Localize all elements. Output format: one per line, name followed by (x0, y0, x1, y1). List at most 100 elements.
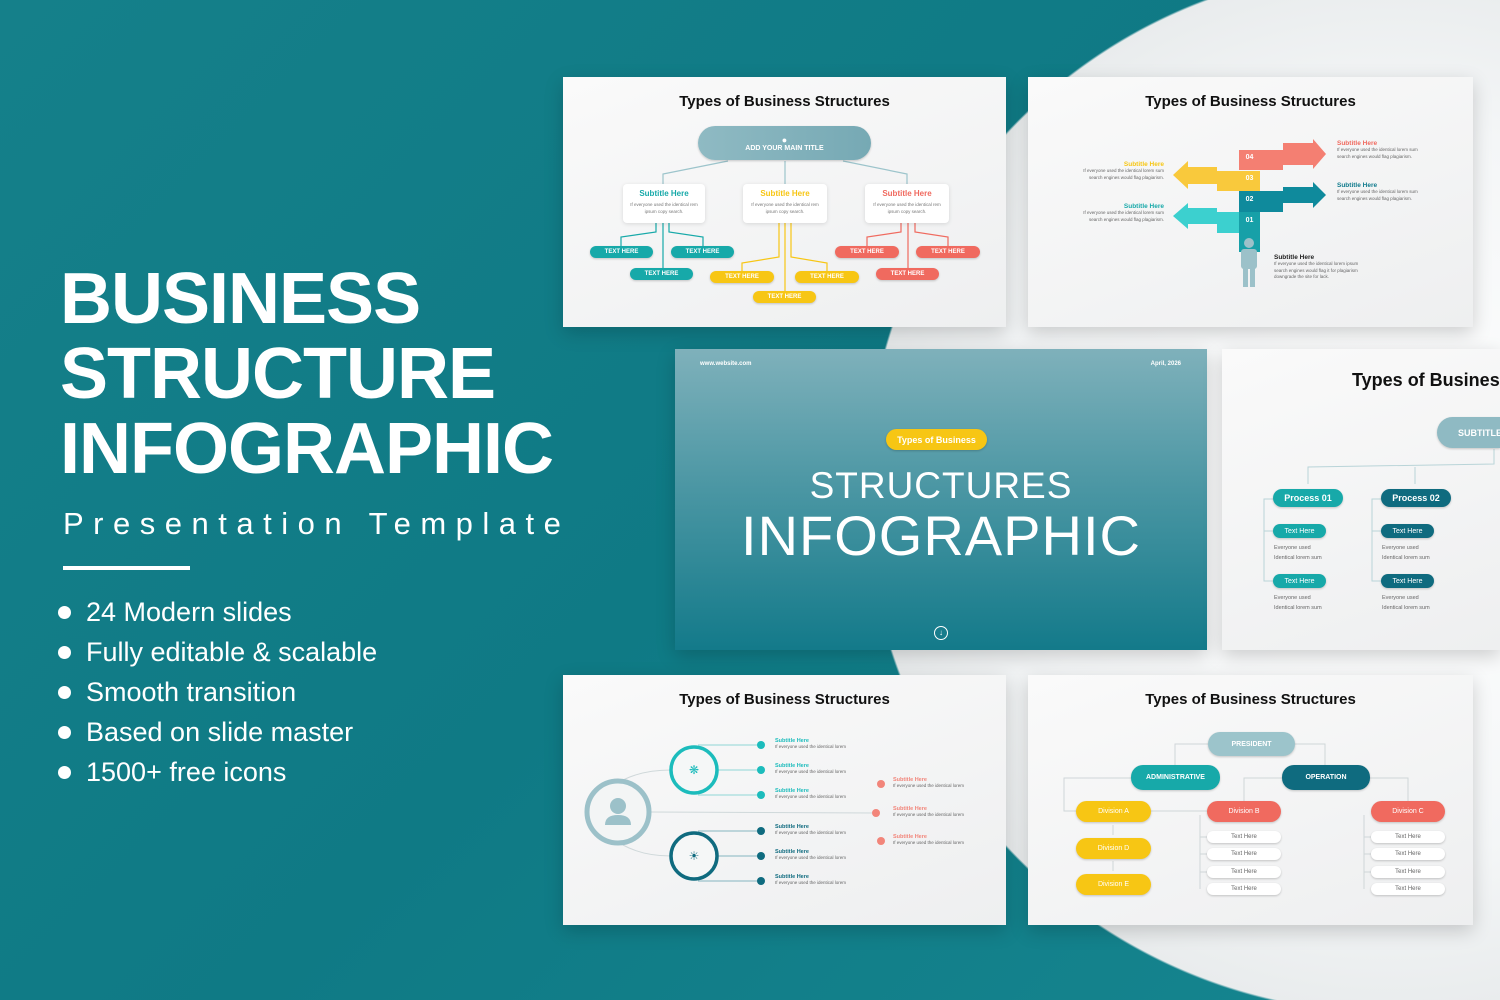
feature-item: Fully editable & scalable (58, 632, 377, 672)
item-desc: If everyone used the identical lorem (893, 783, 965, 788)
block-subtitle: Subtitle Here (1123, 203, 1164, 210)
division-b-node: Division B (1207, 801, 1281, 822)
step-number: 03 (1245, 175, 1254, 182)
slide-preview-process: Types of Business Structures SUBTITLE Pr… (1222, 349, 1500, 650)
hero-title-line: STRUCTURE (60, 334, 496, 414)
text-pill: Text Here (1381, 574, 1434, 588)
text-item: Text Here (1207, 831, 1281, 843)
mindmap-graphic: ❋ ☀ (584, 741, 885, 885)
website-text: www.website.com (700, 361, 752, 367)
arrow-graphic (1173, 139, 1326, 287)
slide-title: Types of Business Structures (1352, 370, 1500, 390)
text-pill: TEXT HERE (671, 246, 734, 258)
item-subtitle: Subtitle Here (775, 849, 809, 855)
block-desc: search engines would flag plagiarism. (1337, 153, 1413, 159)
hero-title-line: BUSINESS (60, 259, 421, 339)
block-desc: search engines would flag plagiarism. (1337, 195, 1413, 201)
president-node: PRESIDENT (1208, 732, 1295, 756)
slide-title: Types of Business Structures (1145, 691, 1356, 708)
operation-node: OPERATION (1282, 765, 1370, 790)
feature-item: 1500+ free icons (58, 752, 377, 792)
bullet: Everyone used (1274, 545, 1311, 551)
bullet-icon (58, 605, 71, 619)
text-pill: TEXT HERE (876, 268, 939, 280)
text-pill: Text Here (1381, 524, 1434, 538)
block-desc: If everyone used the identical lorem sum (1083, 210, 1164, 215)
slide-preview-cover: www.website.com April, 2026 Types of Bus… (675, 349, 1207, 650)
block-desc: If everyone used the identical lorem ips… (1274, 261, 1359, 266)
block-desc: search engines would flag plagiarism. (1088, 216, 1164, 222)
subtitle-card: Subtitle Here If everyone used the identi… (865, 184, 949, 223)
text-pill: TEXT HERE (590, 246, 653, 258)
text-pill: TEXT HERE (630, 268, 693, 280)
hero-title-line: INFOGRAPHIC (60, 409, 554, 489)
item-subtitle: Subtitle Here (775, 763, 809, 769)
bullet: Identical lorem sum (1274, 555, 1322, 561)
user-icon (605, 798, 631, 825)
badge: Types of Business (886, 429, 987, 450)
step-number: 02 (1245, 196, 1254, 203)
block-desc: search engines would flag plagiarism. (1088, 174, 1164, 180)
text-item: Text Here (1207, 883, 1281, 895)
card-desc: If everyone used the identical rem ipsum… (873, 202, 941, 214)
arrow-01 (1173, 203, 1260, 233)
card-subtitle: Subtitle Here (760, 189, 810, 198)
item-desc: If everyone used the identical lorem (775, 855, 847, 860)
node-label: ADD YOUR MAIN TITLE (745, 144, 824, 152)
bullet-icon (58, 645, 71, 659)
feature-item: 24 Modern slides (58, 592, 377, 632)
connector-lines (1063, 743, 1409, 889)
process-02-node: Process 02 (1381, 489, 1451, 507)
text-item: Text Here (1371, 848, 1445, 860)
bullet-icon (58, 725, 71, 739)
cover-title-line1: STRUCTURES (809, 465, 1073, 506)
bullet-icon (58, 685, 71, 699)
text-item: Text Here (1207, 866, 1281, 878)
block-subtitle: Subtitle Here (1337, 182, 1378, 189)
text-pill: Text Here (1273, 524, 1326, 538)
hero-title: BUSINESS STRUCTURE INFOGRAPHIC (60, 259, 554, 489)
block-subtitle: Subtitle Here (1123, 161, 1164, 168)
item-desc: If everyone used the identical lorem (893, 812, 965, 817)
divider (63, 566, 190, 570)
card-desc: If everyone used the identical rem ipsum… (751, 202, 819, 214)
connector-lines (620, 160, 949, 291)
step-number: 04 (1245, 154, 1254, 161)
person-icon (1241, 238, 1257, 287)
text-pill: TEXT HERE (835, 246, 899, 258)
card-subtitle: Subtitle Here (882, 189, 932, 198)
division-d-node: Division D (1076, 838, 1151, 859)
feature-text: 1500+ free icons (86, 757, 287, 787)
slide-preview-arrows: Types of Business Structures 04 03 02 01… (1028, 77, 1473, 327)
block-desc: downgrade the site for lack. (1274, 274, 1330, 279)
item-subtitle: Subtitle Here (775, 824, 809, 830)
slide-preview-tree: Types of Business Structures ●ADD YOUR M… (563, 77, 1006, 327)
arrow-04 (1239, 139, 1326, 170)
subtitle-node: SUBTITLE (1437, 417, 1500, 448)
bullet: Everyone used (1382, 545, 1419, 551)
bullet: Identical lorem sum (1274, 605, 1322, 611)
arrow-03 (1173, 161, 1260, 191)
item-subtitle: Subtitle Here (775, 788, 809, 794)
bullet-icon (58, 765, 71, 779)
block-subtitle: Subtitle Here (1274, 254, 1315, 261)
user-icon: ● (781, 134, 788, 145)
feature-list: 24 Modern slides Fully editable & scalab… (58, 592, 377, 792)
slide-preview-mindmap: Types of Business Structures ❋ ☀ Subtitl… (563, 675, 1006, 925)
arrow-down-circle-icon[interactable]: ↓ (934, 626, 948, 640)
item-subtitle: Subtitle Here (893, 834, 927, 840)
division-a-node: Division A (1076, 801, 1151, 822)
